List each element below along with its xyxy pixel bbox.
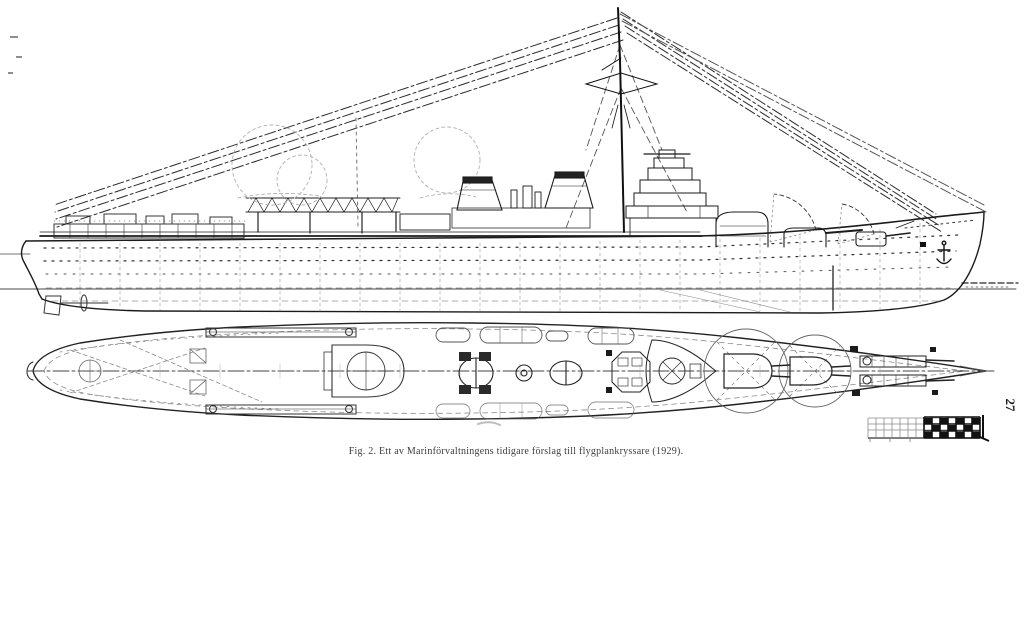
- midship-turntable: [323, 344, 405, 398]
- conning-shield: [645, 339, 717, 403]
- funnel-openings-plan: [458, 352, 583, 394]
- turret-plan-1: [723, 353, 773, 389]
- figure-caption: Fig. 2. Ett av Marinförvaltningens tidig…: [349, 446, 684, 457]
- stern-aircraft-deck: [59, 332, 281, 410]
- bridge-superstructure: [625, 149, 719, 237]
- waterline: [0, 253, 1019, 290]
- anchor-icon: [920, 240, 952, 265]
- rounded-deckhouse: [715, 211, 769, 248]
- bow-railing: [904, 219, 977, 229]
- rudder-and-propeller: [43, 294, 109, 316]
- mast: [584, 7, 659, 233]
- foredeck-mounts: [850, 346, 987, 396]
- forward-gun-mounts: [715, 193, 915, 248]
- scan-artifacts: [8, 36, 22, 74]
- bridge-plan: [606, 339, 717, 403]
- plan-view: [26, 321, 997, 426]
- ships-boats: [435, 326, 635, 420]
- turret-plan-2: [789, 356, 833, 386]
- hull-profile: [20, 211, 985, 314]
- side-elevation-view: [0, 7, 1019, 316]
- mast-stays: [565, 44, 689, 229]
- funnels-and-casing: [399, 171, 594, 231]
- aft-deckhouse: [53, 213, 247, 239]
- funnel-2: [544, 171, 594, 209]
- turret-arcs-plan: [703, 328, 852, 414]
- funnel-1: [456, 176, 503, 211]
- scale-bar: [867, 415, 990, 442]
- gun-mount: [855, 231, 887, 247]
- aircraft-catapult: [245, 197, 401, 234]
- crosstree-platform: [584, 72, 659, 95]
- illegible-smudge: [477, 421, 501, 426]
- mast-rigging-lines: [53, 11, 987, 233]
- seaplane-outline-ghost: [231, 124, 481, 206]
- catapult-rails-plan: [205, 327, 357, 415]
- page-number: 27: [1003, 399, 1018, 413]
